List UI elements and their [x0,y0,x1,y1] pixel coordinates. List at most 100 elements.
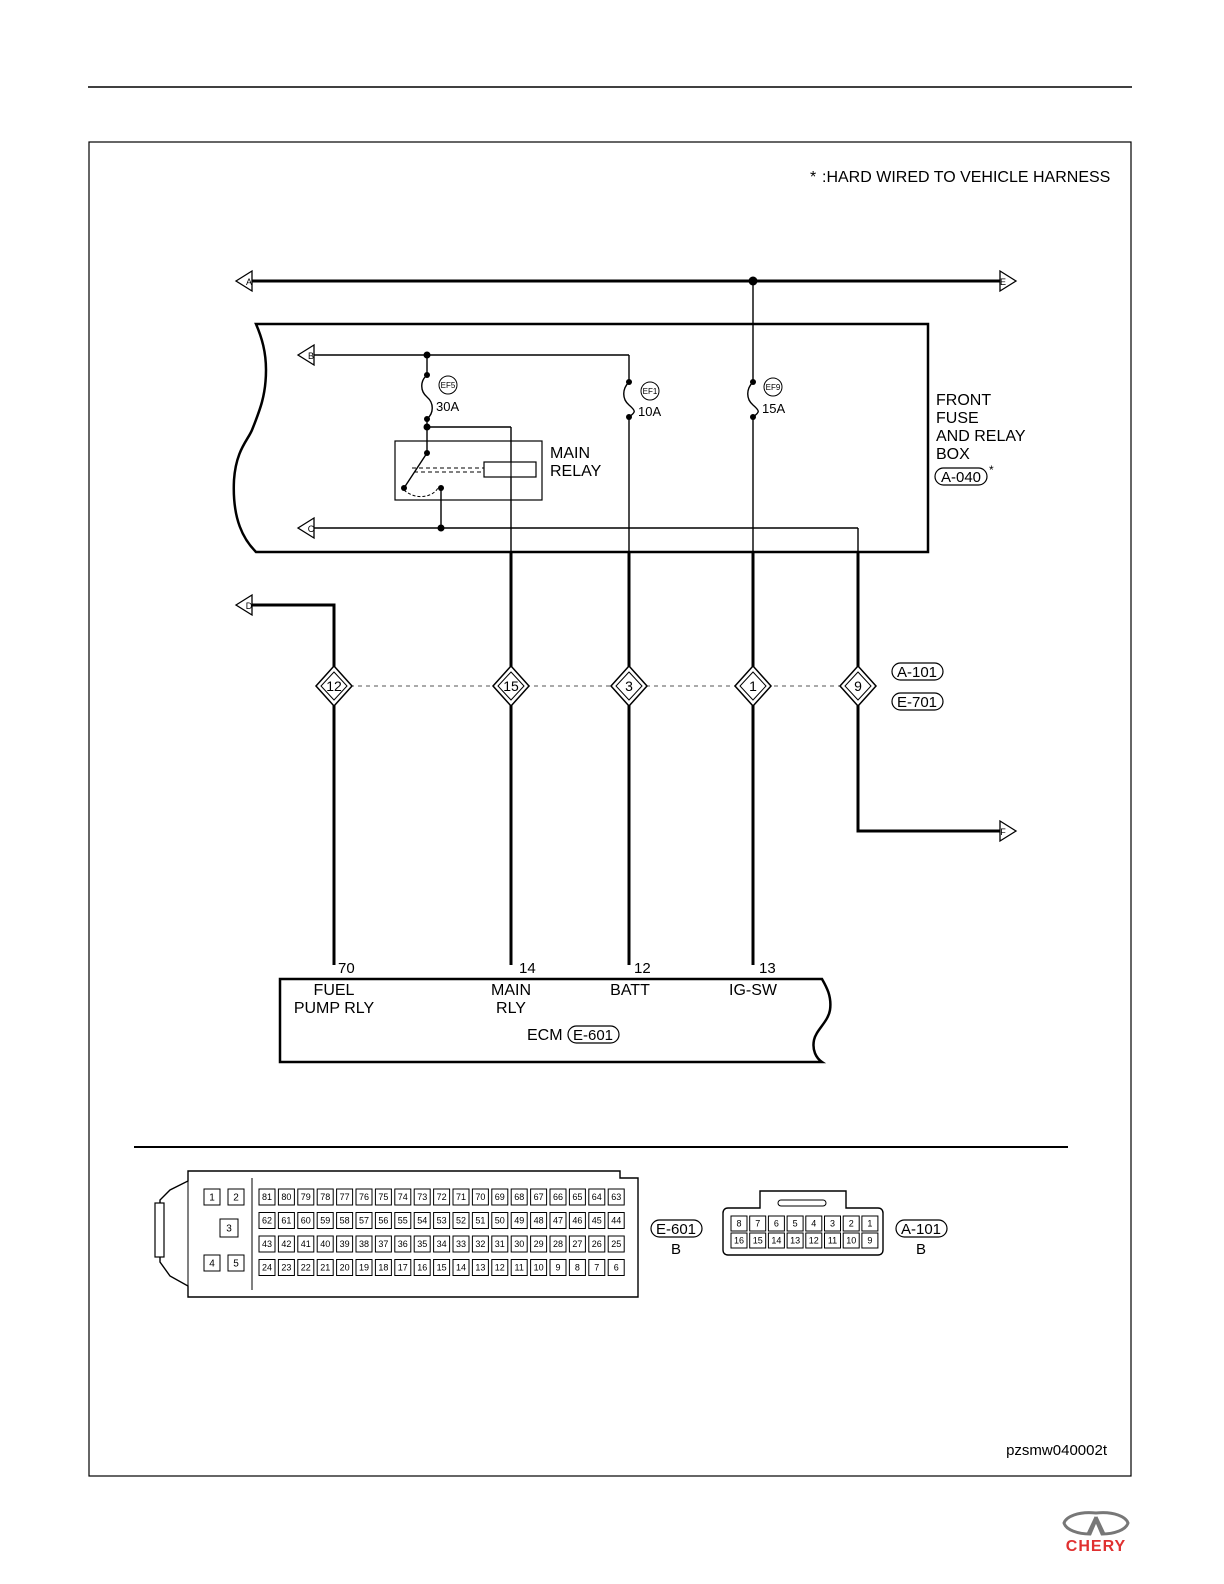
e601-pin: 4 [203,1254,221,1272]
e601-pin: 29 [530,1235,548,1253]
svg-text:E-601: E-601 [573,1027,613,1044]
svg-text:8: 8 [575,1263,580,1273]
svg-text:46: 46 [572,1216,582,1226]
a101-pin: 8 [730,1215,748,1232]
fuse-ef5: EF5 30A [436,375,459,414]
offpage-connector-b: B [296,343,315,367]
svg-text:34: 34 [437,1239,447,1249]
svg-text:78: 78 [320,1192,330,1202]
svg-text:B: B [916,1241,926,1258]
svg-text:48: 48 [534,1216,544,1226]
svg-text:26: 26 [592,1239,602,1249]
a101-pin: 15 [749,1232,767,1249]
e601-pin: 40 [316,1235,334,1253]
e601-pin: 76 [355,1188,373,1206]
a101-pin: 1 [861,1215,879,1232]
note-asterisk: * [810,169,816,186]
svg-text:11: 11 [828,1236,837,1246]
svg-text:*: * [989,463,994,477]
e601-pin: 55 [394,1212,412,1229]
svg-text:41: 41 [301,1239,311,1249]
svg-text:13: 13 [475,1263,485,1273]
svg-text:21: 21 [320,1263,330,1273]
e601-pin: 71 [452,1188,470,1206]
fuse-ef1-rating: 10A [638,404,661,419]
svg-text:10: 10 [846,1236,856,1246]
svg-text:12: 12 [495,1263,505,1273]
e601-pin: 69 [491,1188,509,1206]
svg-text:FRONT: FRONT [936,392,991,409]
inline-pin-3: 3 [609,664,649,708]
a101-pin: 7 [749,1215,767,1232]
e601-pin: 64 [588,1188,606,1206]
svg-text:63: 63 [611,1192,621,1202]
e601-pin: 22 [297,1259,315,1276]
e601-pin: 58 [336,1212,354,1229]
svg-text:17: 17 [398,1263,408,1273]
diagram-frame [88,141,1132,1477]
svg-text:75: 75 [378,1192,388,1202]
e601-pin: 10 [530,1259,548,1276]
ecm-pin-14: 14 MAIN RLY [491,960,536,1017]
svg-text:5: 5 [793,1219,798,1229]
e601-pin: 41 [297,1235,315,1253]
e601-pin: 63 [607,1188,625,1206]
e601-pin: 37 [374,1235,392,1253]
e601-pin: 6 [607,1259,625,1276]
inline-connector-label-e701: E-701 [891,692,944,711]
svg-text:67: 67 [534,1192,544,1202]
e601-pin: 38 [355,1235,373,1253]
svg-text:28: 28 [553,1239,563,1249]
e601-pin: 5 [227,1254,245,1272]
a101-pin: 12 [805,1232,823,1249]
inline-pin-15: 15 [491,664,531,708]
svg-text:12: 12 [326,678,342,694]
svg-text:37: 37 [378,1239,388,1249]
svg-text:IG-SW: IG-SW [729,982,778,999]
e601-pin: 26 [588,1235,606,1253]
svg-text:50: 50 [495,1216,505,1226]
e601-pin: 46 [568,1212,586,1229]
svg-text:1: 1 [209,1193,215,1204]
a101-pin: 10 [842,1232,860,1249]
e601-pin: 21 [316,1259,334,1276]
fuse-ef5-rating: 30A [436,399,459,414]
ecm-label: ECM E-601 [527,1025,620,1044]
svg-text:E-701: E-701 [897,694,937,711]
svg-text:42: 42 [281,1239,291,1249]
a101-pin: 9 [861,1232,879,1249]
svg-text:39: 39 [340,1239,350,1249]
svg-text:66: 66 [553,1192,563,1202]
svg-text:70: 70 [338,960,355,977]
svg-text:61: 61 [281,1216,291,1226]
e601-pin: 19 [355,1259,373,1276]
e601-pin: 39 [336,1235,354,1253]
note-text: :HARD WIRED TO VEHICLE HARNESS [822,169,1110,186]
svg-text:52: 52 [456,1216,466,1226]
svg-text:14: 14 [519,960,536,977]
svg-text:64: 64 [592,1192,602,1202]
svg-text:53: 53 [437,1216,447,1226]
svg-text:45: 45 [592,1216,602,1226]
e601-pin: 62 [258,1212,276,1229]
svg-text:33: 33 [456,1239,466,1249]
a101-pin: 13 [786,1232,804,1249]
svg-text:73: 73 [417,1192,427,1202]
svg-text:15: 15 [437,1263,447,1273]
svg-text:15: 15 [503,678,519,694]
e601-pin: 47 [549,1212,567,1229]
svg-text:49: 49 [514,1216,524,1226]
svg-text:36: 36 [398,1239,408,1249]
e601-pin: 42 [277,1235,295,1253]
e601-pin: 53 [433,1212,451,1229]
fuse-box-label: FRONT FUSE AND RELAY BOX A-040 * [934,392,1026,486]
svg-text:54: 54 [417,1216,427,1226]
svg-text:14: 14 [456,1263,466,1273]
a101-pin: 11 [824,1232,841,1249]
a101-pin: 6 [767,1215,785,1232]
e601-pin: 67 [530,1188,548,1206]
e601-pin: 12 [491,1259,509,1276]
svg-text:44: 44 [611,1216,621,1226]
main-relay: MAIN RELAY [394,440,602,501]
